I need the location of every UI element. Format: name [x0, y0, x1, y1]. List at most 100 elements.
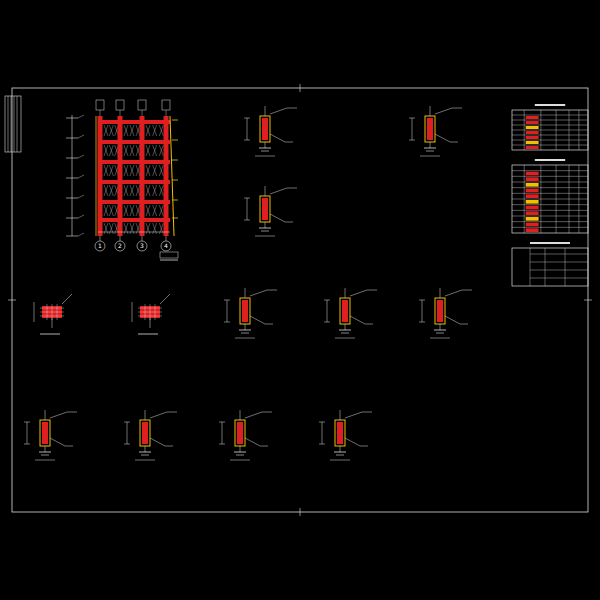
- line: [78, 155, 84, 158]
- line: [512, 221, 588, 222]
- joint-detail: [132, 294, 170, 334]
- line: [136, 223, 140, 234]
- line: [345, 438, 360, 446]
- line: [245, 288, 246, 298]
- line: [146, 223, 150, 234]
- line: [270, 188, 287, 194]
- line: [124, 145, 128, 156]
- line: [146, 125, 150, 136]
- rect: [260, 196, 270, 222]
- line: [159, 205, 163, 216]
- line: [172, 218, 178, 219]
- line: [109, 165, 113, 176]
- line: [319, 422, 325, 423]
- line: [569, 110, 570, 150]
- line: [530, 254, 588, 255]
- line: [261, 151, 269, 152]
- line: [130, 205, 134, 216]
- line: [335, 338, 355, 339]
- line: [120, 236, 121, 241]
- line: [336, 455, 344, 456]
- line: [104, 223, 108, 234]
- line: [255, 156, 275, 157]
- line: [124, 223, 128, 234]
- rect: [162, 100, 170, 110]
- line: [265, 106, 266, 116]
- rect: [526, 126, 539, 129]
- rect: [260, 116, 270, 142]
- line: [130, 185, 134, 196]
- line: [222, 422, 223, 444]
- line: [146, 205, 150, 216]
- line: [172, 140, 178, 141]
- column-detail: [24, 410, 77, 460]
- line: [159, 165, 163, 176]
- rect: [526, 206, 539, 210]
- line: [244, 140, 250, 141]
- line: [124, 185, 128, 196]
- line: [512, 210, 588, 211]
- line: [109, 185, 113, 196]
- rect: [337, 422, 343, 444]
- line: [556, 110, 557, 150]
- column-detail: [244, 186, 297, 236]
- line: [419, 322, 425, 323]
- rect: [530, 242, 570, 244]
- line: [153, 125, 157, 136]
- line: [40, 312, 64, 313]
- rect: [237, 422, 243, 444]
- rect: [138, 100, 146, 110]
- line: [109, 125, 113, 136]
- column-detail: [419, 288, 472, 338]
- line: [104, 185, 108, 196]
- line: [109, 205, 113, 216]
- line: [153, 223, 157, 234]
- line: [136, 185, 140, 196]
- line: [512, 227, 588, 228]
- line: [136, 145, 140, 156]
- line: [136, 125, 140, 136]
- line: [109, 205, 113, 216]
- line: [166, 236, 167, 241]
- line: [545, 248, 546, 286]
- rect: [98, 116, 103, 236]
- line: [440, 288, 441, 298]
- line: [244, 198, 250, 199]
- rect: [140, 420, 150, 446]
- rect: [526, 194, 539, 198]
- line: [159, 205, 163, 216]
- line: [153, 165, 157, 176]
- line: [136, 165, 140, 176]
- line: [57, 304, 58, 320]
- line: [127, 422, 128, 444]
- line: [265, 186, 266, 196]
- rect: [526, 141, 539, 144]
- line: [512, 140, 588, 141]
- line: [430, 106, 431, 116]
- line: [530, 270, 588, 271]
- line: [362, 412, 372, 413]
- line: [512, 115, 588, 116]
- column-detail: [124, 410, 177, 460]
- rect: [98, 218, 170, 222]
- line: [160, 294, 170, 304]
- line: [422, 300, 423, 322]
- line: [250, 316, 265, 324]
- line: [365, 324, 373, 325]
- line: [512, 125, 588, 126]
- line: [124, 165, 128, 176]
- axis-bubble: [137, 241, 147, 251]
- line: [132, 302, 133, 322]
- line: [409, 118, 415, 119]
- rect: [98, 120, 170, 124]
- line: [445, 290, 462, 296]
- line: [98, 232, 170, 233]
- line: [460, 324, 468, 325]
- line: [340, 410, 341, 420]
- line: [578, 110, 579, 150]
- schedule-table: [512, 104, 588, 150]
- column-detail: [224, 288, 277, 338]
- line: [412, 118, 413, 140]
- line: [172, 200, 178, 201]
- line: [136, 205, 140, 216]
